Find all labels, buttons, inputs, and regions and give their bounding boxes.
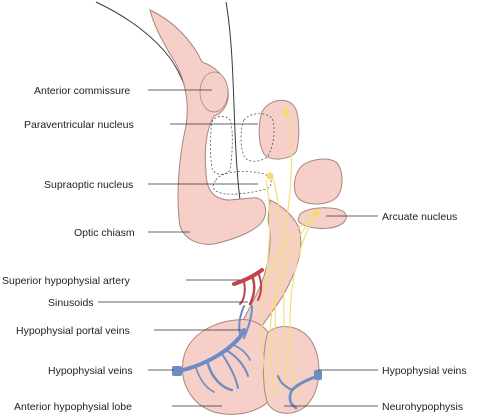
paraventricular-lobe xyxy=(258,99,300,160)
label-neurohypophysis: Neurohypophysis xyxy=(382,401,463,413)
supraoptic-neuron xyxy=(266,172,274,180)
paraventricular-nucleus-outline-2 xyxy=(240,113,275,162)
posterior-hypothalamus-lobe xyxy=(293,158,343,205)
hypophysial-portal-veins xyxy=(238,305,253,339)
label-sinusoids: Sinusoids xyxy=(48,297,94,309)
leader-lines xyxy=(98,89,378,407)
third-ventricle-outline xyxy=(225,1,241,201)
label-supraoptic-nucleus: Supraoptic nucleus xyxy=(44,179,133,191)
label-anterior-hypophysial-lobe: Anterior hypophysial lobe xyxy=(14,401,132,413)
supraoptic-nucleus-outline xyxy=(212,171,272,195)
median-eminence xyxy=(297,207,347,229)
paraventricular-nucleus-outline xyxy=(210,116,233,175)
label-optic-chiasm: Optic chiasm xyxy=(74,227,135,239)
paraventricular-neuron xyxy=(282,108,290,116)
anterior-commissure xyxy=(199,71,229,113)
label-arcuate-nucleus: Arcuate nucleus xyxy=(382,211,457,223)
label-hypophysial-veins-right: Hypophysial veins xyxy=(382,365,467,377)
hypophysial-vein-stub-right xyxy=(314,370,322,380)
nerve-fibers xyxy=(261,111,317,399)
arcuate-neuron xyxy=(312,209,320,217)
label-anterior-commissure: Anterior commissure xyxy=(34,85,130,97)
superior-hypophysial-artery xyxy=(232,268,264,306)
anterior-lobe-venous-plexus xyxy=(172,328,251,393)
label-hypophysial-portal-veins: Hypophysial portal veins xyxy=(16,325,130,337)
hypophysial-vein-stub-left xyxy=(172,366,182,376)
label-superior-hypophysial-artery: Superior hypophysial artery xyxy=(2,275,131,287)
label-paraventricular-nucleus: Paraventricular nucleus xyxy=(24,119,134,131)
label-hypophysial-veins-left: Hypophysial veins xyxy=(48,365,133,377)
hypothalamus-wall xyxy=(149,9,267,245)
